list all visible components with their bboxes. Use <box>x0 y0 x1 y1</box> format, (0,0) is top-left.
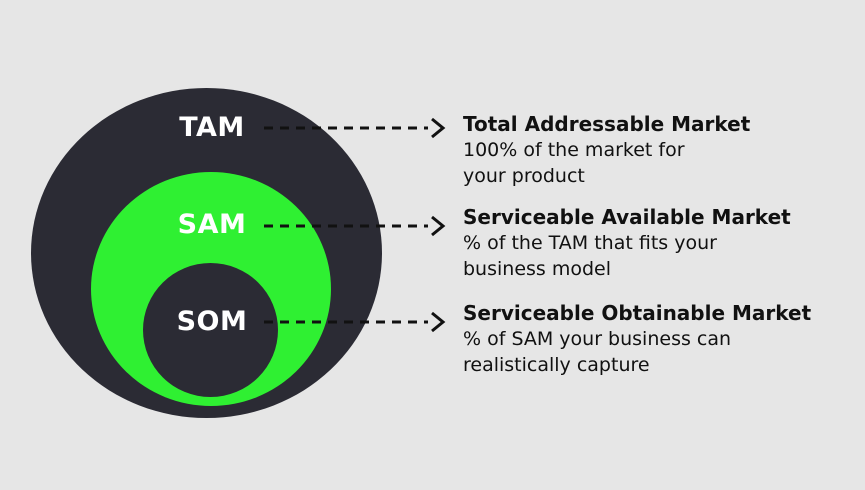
som-circle <box>143 263 278 397</box>
sam-label: SAM <box>177 209 247 240</box>
sam-description: % of the TAM that fits your business mod… <box>463 232 717 280</box>
som-title: Serviceable Obtainable Market <box>463 301 812 325</box>
tam-description-block: Total Addressable Market 100% of the mar… <box>463 111 863 189</box>
sam-title: Serviceable Available Market <box>463 205 791 229</box>
som-dashed-arrow <box>264 311 446 333</box>
tam-dashed-arrow <box>264 117 446 139</box>
tam-label: TAM <box>179 112 245 143</box>
som-label: SOM <box>176 306 248 337</box>
sam-description-block: Serviceable Available Market % of the TA… <box>463 204 863 282</box>
tam-description: 100% of the market for your product <box>463 139 685 187</box>
som-description-block: Serviceable Obtainable Market % of SAM y… <box>463 300 863 378</box>
tam-title: Total Addressable Market <box>463 112 751 136</box>
som-description: % of SAM your business can realistically… <box>463 328 732 376</box>
sam-dashed-arrow <box>264 215 446 237</box>
